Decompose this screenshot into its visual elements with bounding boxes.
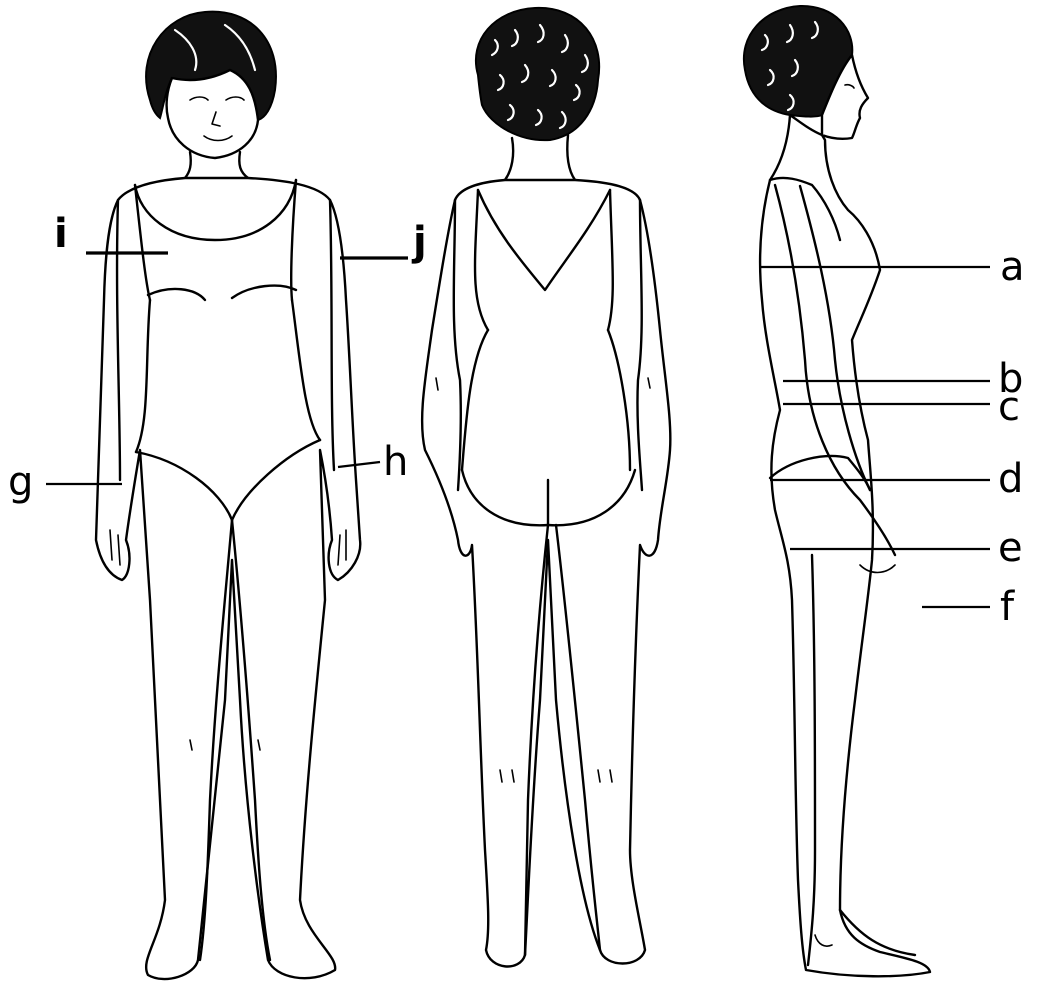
label-d: d (998, 456, 1023, 502)
back-hair (476, 8, 599, 140)
label-a: a (1000, 244, 1025, 290)
back-view-figure (422, 8, 670, 967)
back-torso (422, 180, 670, 966)
front-view-figure (96, 12, 360, 979)
label-g: g (8, 459, 33, 505)
label-f: f (1000, 584, 1015, 630)
label-j: j (411, 219, 427, 265)
side-view-figure (744, 6, 930, 976)
side-torso (760, 115, 930, 976)
label-c: c (998, 384, 1020, 430)
front-torso (96, 178, 360, 979)
label-h: h (383, 439, 408, 485)
front-face (167, 70, 258, 158)
label-e: e (998, 525, 1023, 571)
label-i: i (54, 211, 68, 257)
